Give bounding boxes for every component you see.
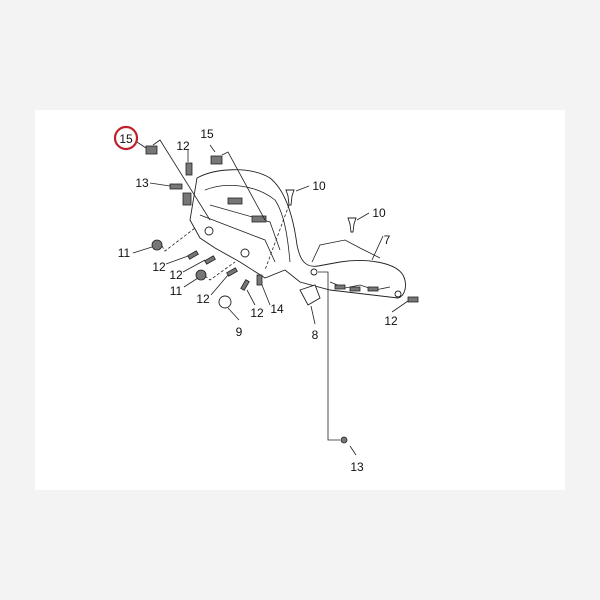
highlight-circle [113,125,139,151]
leader-lines [132,139,409,456]
callout-label[interactable]: 11 [118,246,131,260]
callout-label[interactable]: 12 [169,268,183,282]
part-13-screw [340,436,348,444]
callout-label[interactable]: 12 [176,139,190,153]
callout-label[interactable]: 7 [384,233,391,247]
callout-label[interactable]: 12 [250,306,264,320]
cowling-assembly [189,169,406,299]
callout-label[interactable]: 8 [312,328,319,342]
part-12-screw [226,267,238,277]
part-12-screw [187,250,199,260]
callout-label[interactable]: 12 [152,260,166,274]
callout-label[interactable]: 14 [270,302,284,316]
part-12-screw [185,162,193,176]
callout-label[interactable]: 10 [312,179,326,193]
part-13-screw [169,183,183,190]
part-11-nut [195,269,207,281]
part-9-grommet [218,295,232,309]
part-11-nut [151,239,163,251]
callout-label[interactable]: 15 [200,127,214,141]
callout-label[interactable]: 13 [135,176,149,190]
diagram-panel [35,110,565,490]
callout-label[interactable]: 9 [236,325,243,339]
callout-label[interactable]: 12 [384,314,398,328]
part-10-clip [347,217,357,233]
part-13-spacer [182,192,192,206]
part-12-screw [407,296,419,303]
part-15-grommet [210,155,223,165]
part-10-clip [285,189,295,206]
callout-label[interactable]: 13 [350,460,364,474]
part-12-screw [240,279,250,291]
callout-label[interactable]: 10 [372,206,386,220]
part-12-screw [204,255,216,265]
part-8-damper [299,284,321,306]
callout-label[interactable]: 15 [119,132,133,146]
callout-label[interactable]: 11 [170,284,183,298]
part-14-spring [256,274,263,286]
part-15-grommet [145,145,158,155]
callout-label[interactable]: 12 [196,292,210,306]
